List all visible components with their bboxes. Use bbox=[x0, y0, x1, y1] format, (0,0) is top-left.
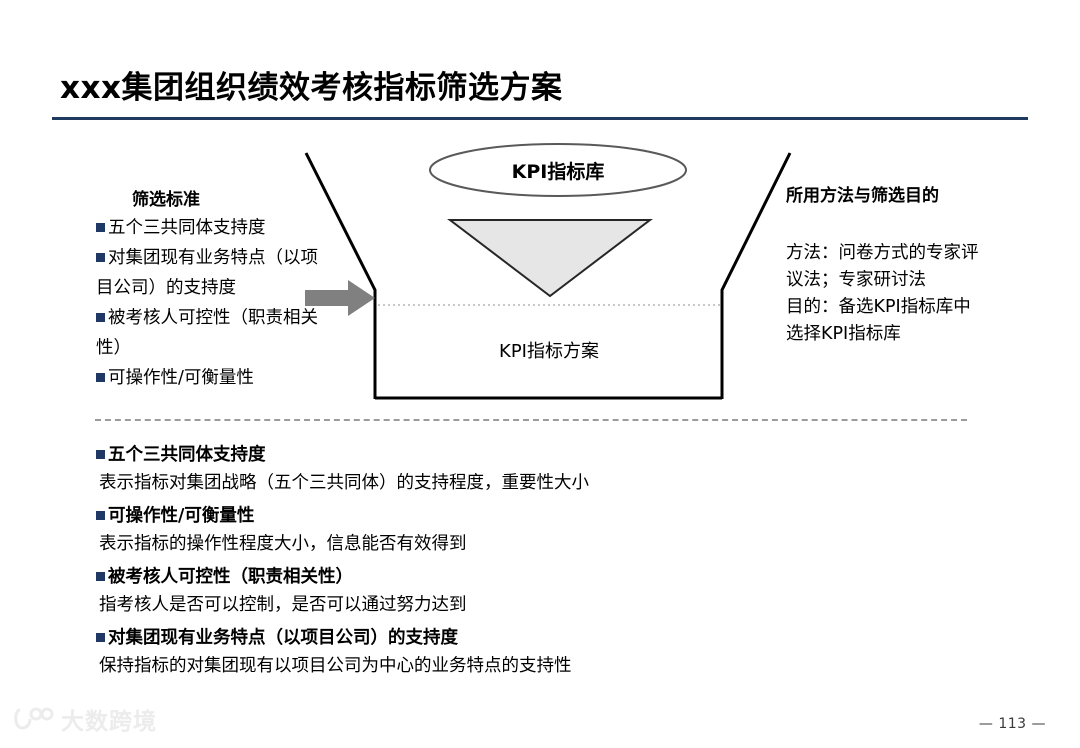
method-purpose-text: 方法：问卷方式的专家评议法；专家研讨法 目的：备选KPI指标库中选择KPI指标库 bbox=[786, 240, 986, 348]
square-bullet-icon bbox=[96, 223, 105, 232]
definition-term: 对集团现有业务特点（以项目公司）的支持度 bbox=[96, 625, 896, 651]
section-divider bbox=[95, 419, 967, 421]
definition-description: 保持指标的对集团现有以项目公司为中心的业务特点的支持性 bbox=[99, 656, 572, 676]
definition-term-label: 可操作性/可衡量性 bbox=[108, 506, 255, 526]
list-item: 可操作性/可衡量性 bbox=[96, 363, 321, 393]
kpi-plan-label: KPI指标方案 bbox=[499, 341, 599, 362]
funnel-diagram bbox=[304, 143, 792, 400]
list-item: 对集团现有业务特点（以项目公司）的支持度 bbox=[96, 243, 321, 303]
square-bullet-icon bbox=[96, 572, 105, 581]
method-paragraph: 方法：问卷方式的专家评议法；专家研讨法 bbox=[786, 243, 979, 290]
page-number: — 113 — bbox=[978, 716, 1046, 732]
purpose-paragraph: 目的：备选KPI指标库中选择KPI指标库 bbox=[786, 297, 971, 344]
left-column-heading: 筛选标准 bbox=[132, 190, 200, 210]
funnel-right-wall bbox=[720, 152, 792, 399]
square-bullet-icon bbox=[96, 373, 105, 382]
definitions-section: 五个三共同体支持度 表示指标对集团战略（五个三共同体）的支持程度，重要性大小 可… bbox=[96, 442, 896, 686]
list-item-label: 五个三共同体支持度 bbox=[108, 218, 266, 238]
definition-term-label: 对集团现有业务特点（以项目公司）的支持度 bbox=[108, 628, 458, 648]
screening-criteria-list: 五个三共同体支持度 对集团现有业务特点（以项目公司）的支持度 被考核人可控性（职… bbox=[96, 213, 321, 393]
definition-description: 指考核人是否可以控制，是否可以通过努力达到 bbox=[99, 595, 467, 615]
kpi-library-label: KPI指标库 bbox=[511, 161, 605, 183]
funnel-left-wall bbox=[304, 152, 377, 399]
kpi-library-ellipse bbox=[429, 143, 687, 197]
right-arrow-icon bbox=[305, 280, 375, 316]
square-bullet-icon bbox=[96, 313, 105, 322]
list-item: 被考核人可控性（职责相关性） bbox=[96, 303, 321, 363]
title-divider bbox=[52, 117, 1028, 120]
definition-description: 表示指标的操作性程度大小，信息能否有效得到 bbox=[99, 534, 467, 554]
definition-term: 五个三共同体支持度 bbox=[96, 442, 896, 468]
list-item-label: 对集团现有业务特点（以项目公司）的支持度 bbox=[96, 248, 318, 298]
square-bullet-icon bbox=[96, 511, 105, 520]
watermark: 大数跨境 bbox=[14, 702, 157, 736]
definition-term-label: 五个三共同体支持度 bbox=[108, 445, 266, 465]
watermark-logo-icon bbox=[14, 707, 54, 730]
definition-term: 可操作性/可衡量性 bbox=[96, 503, 896, 529]
definition-term-label: 被考核人可控性（职责相关性） bbox=[108, 567, 353, 587]
page-title: xxx集团组织绩效考核指标筛选方案 bbox=[60, 70, 563, 106]
square-bullet-icon bbox=[96, 253, 105, 262]
square-bullet-icon bbox=[96, 633, 105, 642]
list-item: 五个三共同体支持度 bbox=[96, 213, 321, 243]
right-column-heading: 所用方法与筛选目的 bbox=[786, 186, 939, 206]
definition-description: 表示指标对集团战略（五个三共同体）的支持程度，重要性大小 bbox=[99, 473, 589, 493]
watermark-text: 大数跨境 bbox=[61, 709, 157, 735]
down-triangle-icon bbox=[447, 219, 653, 298]
list-item-label: 被考核人可控性（职责相关性） bbox=[96, 308, 318, 358]
square-bullet-icon bbox=[96, 450, 105, 459]
list-item-label: 可操作性/可衡量性 bbox=[108, 368, 254, 388]
definition-term: 被考核人可控性（职责相关性） bbox=[96, 564, 896, 590]
